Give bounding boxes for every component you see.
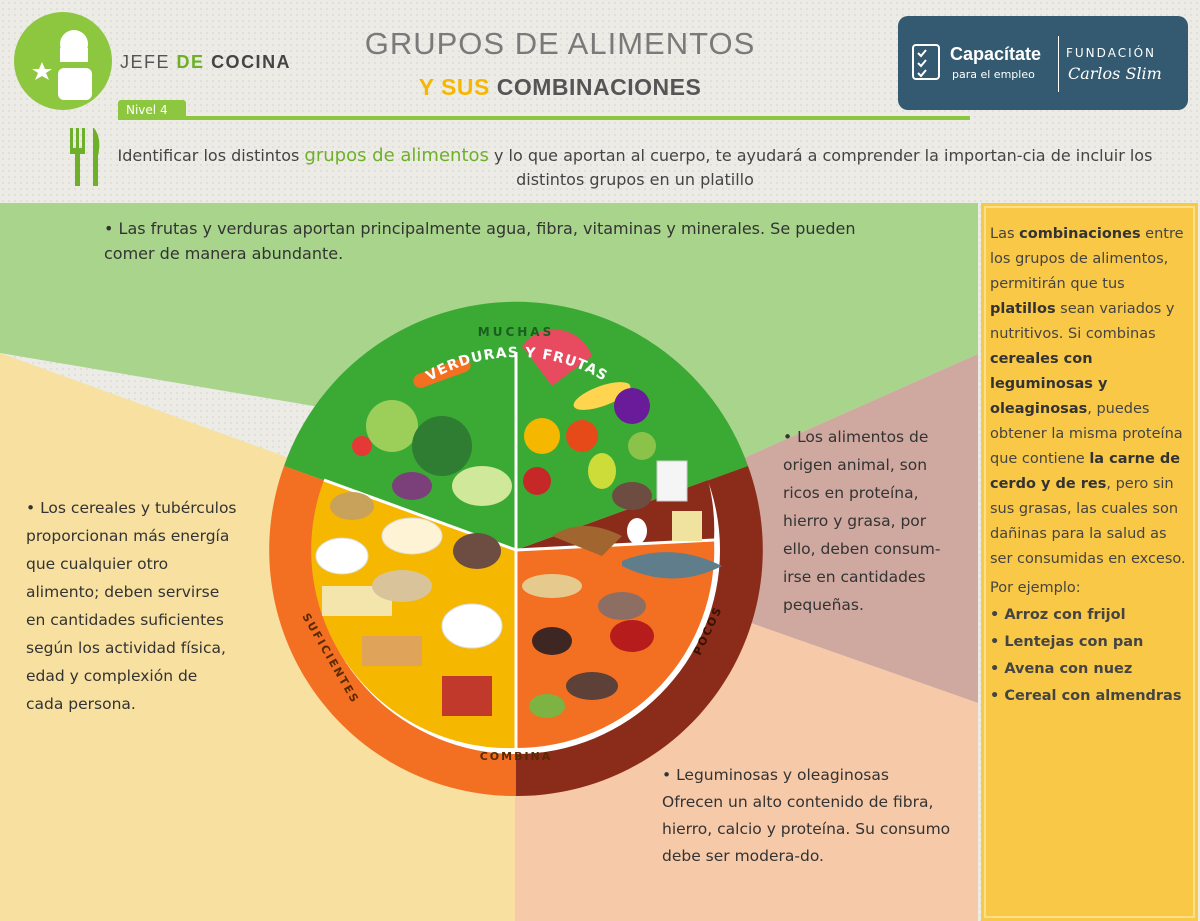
combinations-panel: Las combinaciones entre los grupos de al… bbox=[990, 222, 1190, 709]
partner-tagline: para el empleo bbox=[952, 68, 1035, 81]
partner-name: Capacítate bbox=[950, 44, 1042, 64]
legumes-illustration bbox=[522, 574, 654, 718]
cereal-description: • Los cereales y tubérculos proporcionan… bbox=[26, 499, 237, 713]
page-title: GRUPOS DE ALIMENTOS bbox=[364, 26, 756, 61]
combo-item: • Cereal con almendras bbox=[990, 688, 1182, 704]
combo-item: • Avena con nuez bbox=[990, 661, 1133, 677]
cereals-illustration bbox=[315, 492, 503, 716]
fork-knife-icon bbox=[70, 128, 100, 186]
example-heading: Por ejemplo: bbox=[990, 580, 1081, 596]
foundation-signature: Carlos Slim bbox=[1068, 64, 1162, 83]
veg-fruit-description: • Las frutas y verduras aportan principa… bbox=[104, 219, 856, 263]
food-plate: VERDURAS Y FRUTAS MUCHAS SUFICIENTES COM… bbox=[269, 301, 763, 797]
muchas-label: MUCHAS bbox=[478, 325, 554, 339]
brand-name: JEFE DE COCINA bbox=[120, 52, 292, 72]
animal-description: • Los alimentos de origen animal, son ri… bbox=[783, 428, 941, 614]
animal-foods-illustration bbox=[552, 460, 722, 579]
page-subtitle: Y SUS COMBINACIONES bbox=[418, 74, 702, 100]
vegetables-illustration bbox=[352, 358, 512, 506]
legume-description: • Leguminosas y oleaginosas Ofrecen un a… bbox=[662, 766, 951, 865]
chef-icon bbox=[32, 30, 92, 100]
foundation-label: FUNDACIÓN bbox=[1066, 46, 1157, 60]
partner-logo: Capacítate para el empleo FUNDACIÓN Carl… bbox=[898, 16, 1188, 110]
checklist-icon bbox=[912, 44, 940, 80]
combo-panel bbox=[981, 203, 1198, 921]
intro-text: Identificar los distintos grupos de alim… bbox=[117, 145, 1153, 189]
combo-item: • Arroz con frijol bbox=[990, 607, 1126, 623]
chef-logo bbox=[14, 12, 112, 110]
level-badge: Nivel 4 bbox=[118, 100, 186, 120]
level-divider bbox=[118, 116, 970, 120]
combina-label: COMBINA bbox=[480, 750, 553, 763]
fruits-illustration bbox=[522, 329, 656, 495]
combo-item: • Lentejas con pan bbox=[990, 634, 1144, 650]
